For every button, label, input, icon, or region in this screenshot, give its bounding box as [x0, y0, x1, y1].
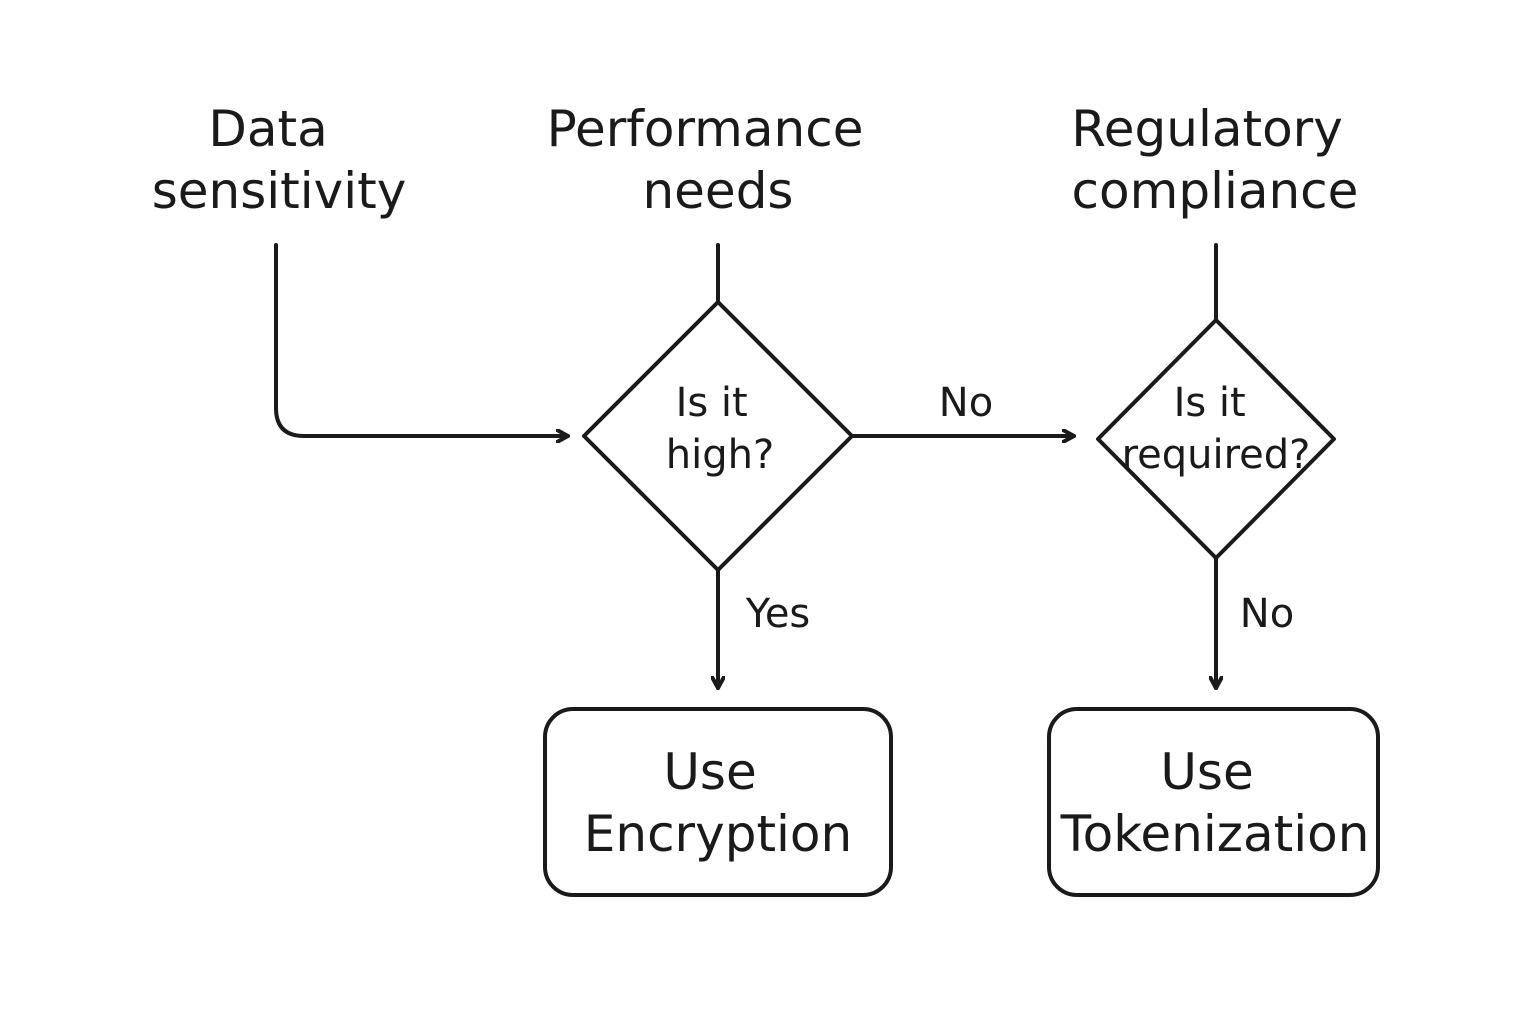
outcome-encryption-line2: Encryption	[584, 805, 852, 863]
header-regulatory-compliance-line2: compliance	[1072, 162, 1359, 220]
decision-required-diamond	[1096, 318, 1336, 560]
header-performance-needs: Performance needs	[547, 100, 880, 220]
header-data-sensitivity-line1: Data	[208, 100, 327, 158]
decision-required-text: Is it required?	[1122, 380, 1311, 478]
header-performance-needs-line1: Performance	[547, 100, 864, 158]
header-data-sensitivity: Data sensitivity	[152, 100, 407, 220]
header-performance-needs-line2: needs	[642, 162, 793, 220]
header-regulatory-compliance: Regulatory compliance	[1071, 100, 1358, 220]
header-data-sensitivity-line2: sensitivity	[152, 162, 407, 220]
decision-required-line1: Is it	[1174, 380, 1246, 426]
outcome-tokenization-box	[1047, 707, 1380, 897]
outcome-tokenization-line2: Tokenization	[1060, 805, 1370, 863]
outcome-encryption-text: Use Encryption	[584, 743, 852, 863]
connector-data-sensitivity-to-high	[274, 243, 570, 436]
decision-high-line1: Is it	[676, 380, 748, 426]
decision-high-diamond	[582, 300, 854, 572]
outcome-encryption-box	[543, 707, 893, 897]
header-regulatory-compliance-line1: Regulatory	[1071, 100, 1343, 158]
outcome-tokenization-line1: Use	[1160, 743, 1253, 801]
decision-required-line2: required?	[1122, 432, 1311, 478]
edge-label-high-no: No	[939, 380, 993, 426]
outcome-tokenization-text: Use Tokenization	[1060, 743, 1370, 863]
edge-label-required-no: No	[1240, 591, 1294, 637]
decision-high-line2: high?	[666, 432, 774, 478]
decision-high-text: Is it high?	[666, 380, 774, 478]
edge-label-high-yes: Yes	[745, 591, 811, 637]
outcome-encryption-line1: Use	[663, 743, 756, 801]
